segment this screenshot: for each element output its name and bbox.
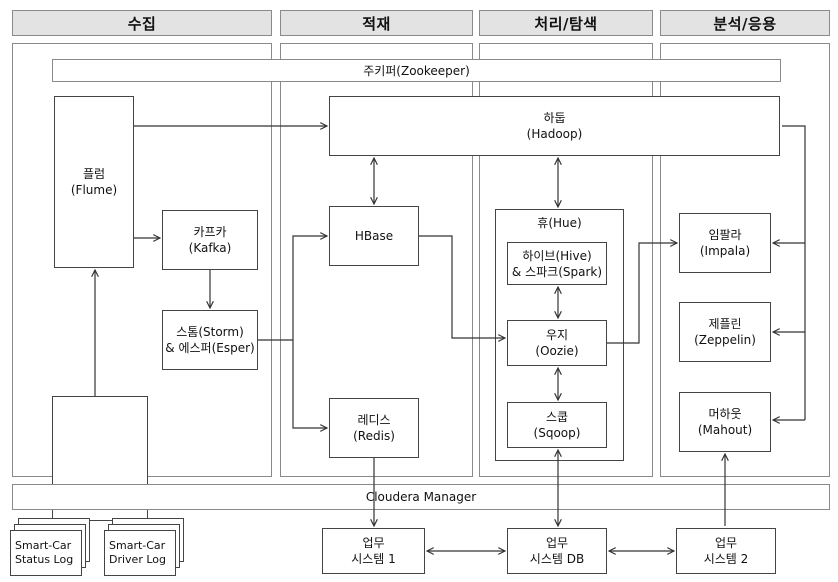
redis-box: 레디스 (Redis) xyxy=(329,398,419,458)
header-collect-label: 수집 xyxy=(127,14,157,33)
business-system-1-box: 업무 시스템 1 xyxy=(322,528,425,574)
business-system-db-line1: 업무 xyxy=(545,536,569,550)
zeppelin-name: 제플린 xyxy=(708,317,742,331)
kafka-name: 카프카 xyxy=(193,225,227,239)
sqoop-box: 스쿱 (Sqoop) xyxy=(507,402,607,448)
header-analysis: 분석/응용 xyxy=(660,10,830,36)
status-log-line2: Status Log xyxy=(15,553,74,566)
hbase-box: HBase xyxy=(329,206,419,266)
redis-name: 레디스 xyxy=(357,413,391,427)
branch-to-redis-arrow xyxy=(292,340,327,428)
flume-name: 플럼 xyxy=(82,167,106,181)
oozie-box: 우지 (Oozie) xyxy=(507,320,607,366)
oozie-name: 우지 xyxy=(545,328,569,342)
business-system-db-box: 업무 시스템 DB xyxy=(507,528,607,574)
cloudera-manager-bar: Cloudera Manager xyxy=(12,484,830,510)
business-system-1-line1: 업무 xyxy=(362,536,385,550)
hbase-to-oozie-arrow xyxy=(419,235,505,338)
spark-name: & 스파크(Spark) xyxy=(511,264,603,279)
impala-name: 임팔라 xyxy=(708,228,742,242)
zookeeper-bar: 주키퍼(Zookeeper) xyxy=(52,59,781,82)
cloudera-manager-label: Cloudera Manager xyxy=(365,490,477,504)
zookeeper-label: 주키퍼(Zookeeper) xyxy=(363,64,470,78)
branch-to-hbase-arrow xyxy=(292,236,327,340)
mahout-name: 머하웃 xyxy=(708,407,742,421)
mahout-box: 머하웃 (Mahout) xyxy=(679,392,771,452)
header-processing: 처리/탐색 xyxy=(479,10,653,36)
redis-name-en: (Redis) xyxy=(353,429,395,443)
hue-label: 휴(Hue) xyxy=(537,216,582,230)
driver-log-doc: Smart-Car Driver Log xyxy=(104,530,176,576)
hive-name: 하이브(Hive) xyxy=(522,248,592,263)
oozie-name-en: (Oozie) xyxy=(535,344,579,358)
driver-log-line1: Smart-Car xyxy=(109,539,166,552)
esper-name: & 에스퍼(Esper) xyxy=(165,341,255,355)
business-system-2-box: 업무 시스템 2 xyxy=(676,528,776,574)
hadoop-name-en: (Hadoop) xyxy=(526,127,583,141)
header-storage-label: 적재 xyxy=(362,14,391,33)
status-log-line1: Smart-Car xyxy=(15,539,72,552)
kafka-name-en: (Kafka) xyxy=(188,241,232,255)
header-storage: 적재 xyxy=(280,10,473,36)
hadoop-right-bus xyxy=(782,125,806,420)
impala-name-en: (Impala) xyxy=(699,244,751,258)
sqoop-name-en: (Sqoop) xyxy=(533,426,581,440)
business-system-2-line2: 시스템 2 xyxy=(703,552,749,566)
flume-box: 플럼 (Flume) xyxy=(54,96,134,268)
business-system-1-line2: 시스템 1 xyxy=(351,552,396,566)
kafka-box: 카프카 (Kafka) xyxy=(162,210,258,270)
zeppelin-name-en: (Zeppelin) xyxy=(694,333,756,347)
header-analysis-label: 분석/응용 xyxy=(713,14,777,33)
zeppelin-box: 제플린 (Zeppelin) xyxy=(679,302,771,362)
header-collect: 수집 xyxy=(12,10,272,36)
storm-esper-box: 스톰(Storm) & 에스퍼(Esper) xyxy=(162,310,258,370)
status-log-doc: Smart-Car Status Log xyxy=(10,530,82,576)
sqoop-name: 스쿱 xyxy=(545,410,569,424)
hadoop-name: 하둡 xyxy=(543,111,566,125)
flume-name-en: (Flume) xyxy=(70,183,118,197)
storm-name: 스톰(Storm) xyxy=(176,325,244,339)
driver-log-line2: Driver Log xyxy=(109,553,166,566)
mahout-name-en: (Mahout) xyxy=(697,423,753,437)
hive-spark-box: 하이브(Hive) & 스파크(Spark) xyxy=(507,242,607,285)
business-system-db-line2: 시스템 DB xyxy=(529,552,585,566)
business-system-2-line1: 업무 xyxy=(714,536,738,550)
hadoop-box: 하둡 (Hadoop) xyxy=(329,96,780,156)
hbase-name: HBase xyxy=(354,229,394,243)
impala-box: 임팔라 (Impala) xyxy=(679,213,771,273)
header-processing-label: 처리/탐색 xyxy=(534,14,598,33)
oozie-to-impala-arrow xyxy=(607,243,677,344)
